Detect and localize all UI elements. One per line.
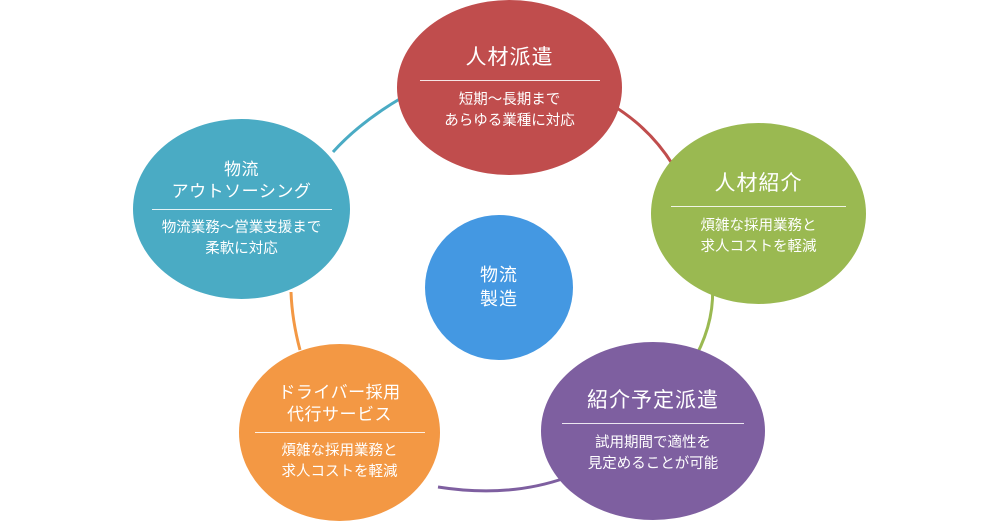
node-desc-line2: 求人コストを軽減 [700,238,817,255]
divider [562,423,744,424]
node-title: 人材派遣 [465,44,554,69]
center-label-line1: 物流 [480,264,518,286]
divider [151,208,332,210]
node-title-line2: アウトソーシング [171,181,312,202]
node-desc-line1: 短期〜長期まで [458,91,561,108]
center-label-line2: 製造 [480,288,518,310]
node-title-line1: ドライバー採用 [278,383,401,403]
node-title: 人材紹介 [714,170,803,195]
node-desc-line2: 見定めることが可能 [587,456,719,472]
node-desc-line2: 求人コストを軽減 [281,464,398,480]
node-title: 紹介予定派遣 [587,388,719,412]
node-desc-line2: 柔軟に対応 [205,240,278,257]
center-node: 物流 製造 [425,215,573,360]
node-logistics-outsourcing: 物流 アウトソーシング 物流業務〜営業支援まで 柔軟に対応 [133,119,350,299]
node-desc-line1: 物流業務〜営業支援まで [161,219,322,236]
node-desc-line1: 煩雑な採用業務と [281,443,398,459]
node-desc-line2: あらゆる業種に対応 [444,112,575,129]
link-temp-to-perm-to-driver-recruit [437,476,566,493]
node-driver-recruit: ドライバー採用 代行サービス 煩雑な採用業務と 求人コストを軽減 [239,344,440,521]
link-logistics-outsourcing-to-temp-staffing [331,95,404,154]
node-temp-to-perm: 紹介予定派遣 試用期間で適性を 見定めることが可能 [541,342,765,520]
link-temp-staffing-to-recruitment [611,103,675,166]
node-desc-line1: 煩雑な採用業務と [700,217,817,234]
node-title-line1: 物流 [224,159,259,180]
node-title-line2: 代行サービス [287,405,392,425]
link-driver-recruit-to-logistics-outsourcing [289,291,302,351]
divider [419,79,600,81]
node-temp-staffing: 人材派遣 短期〜長期まで あらゆる業種に対応 [397,0,622,175]
node-recruitment: 人材紹介 煩雑な採用業務と 求人コストを軽減 [651,123,866,304]
node-desc-line1: 試用期間で適性を [595,435,711,451]
divider [254,432,425,433]
divider [671,205,846,207]
